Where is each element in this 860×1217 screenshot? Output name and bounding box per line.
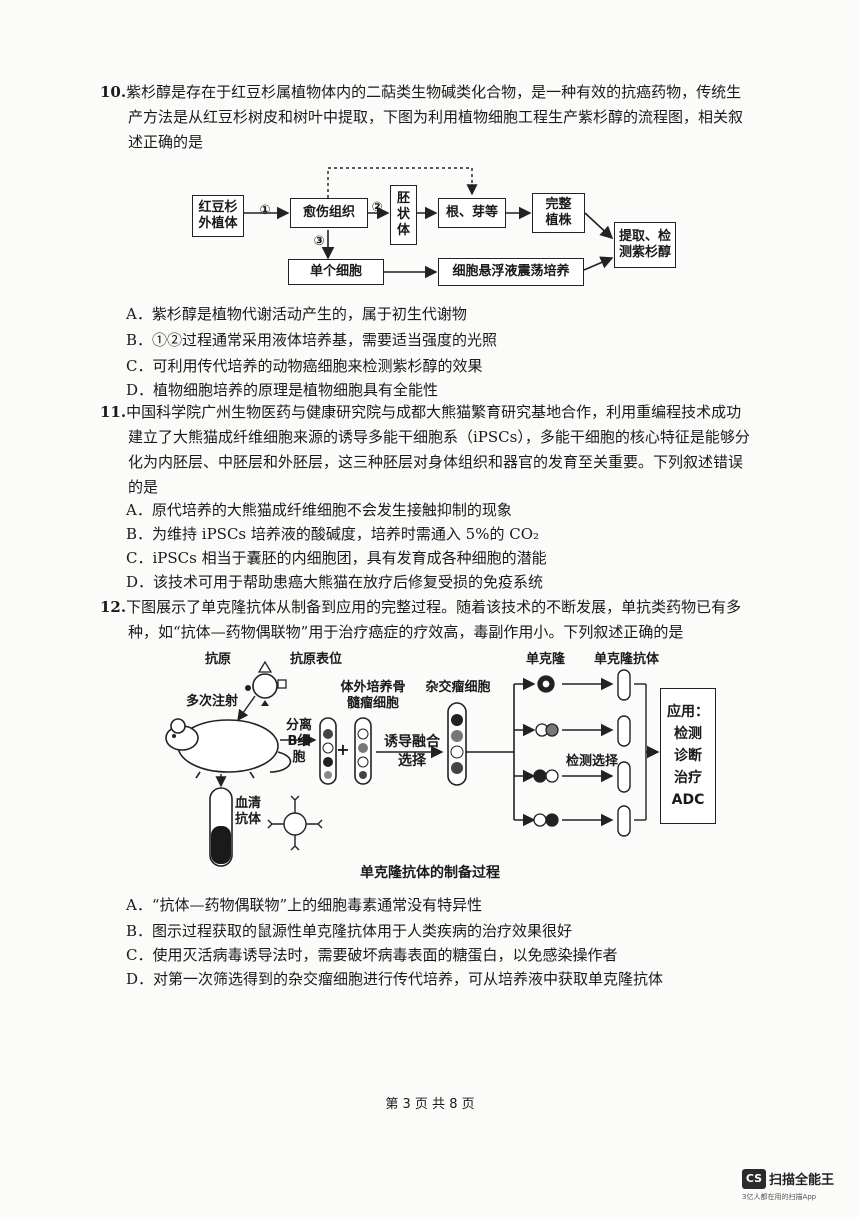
node-extract: 提取、检测紫杉醇 — [614, 222, 676, 268]
application-item: 诊断 — [674, 748, 702, 764]
node-callus: 愈伤组织 — [290, 198, 368, 228]
node-roots: 根、芽等 — [438, 198, 506, 228]
question-number: 11. — [100, 403, 127, 421]
application-title: 应用： — [667, 704, 709, 720]
stem-line: 种，如“抗体—药物偶联物”用于治疗癌症的疗效高，毒副作用小。下列叙述正确的是 — [128, 623, 684, 641]
stem-line: 述正确的是 — [128, 133, 204, 151]
label-epitope: 抗原表位 — [290, 652, 343, 667]
q12-option-b: B．图示过程获取的鼠源性单克隆抗体用于人类疾病的治疗效果很好 — [126, 922, 573, 940]
monoclonal-diagram-art — [165, 660, 660, 867]
label-multi-injection: 多次注射 — [186, 694, 239, 709]
node-suspension: 细胞悬浮液震荡培养 — [438, 258, 584, 286]
stem-line: 紫杉醇是存在于红豆杉属植物体内的二萜类生物碱类化合物，是一种有效的抗癌药物，传统… — [126, 83, 742, 101]
question-10-stem: 10.紫杉醇是存在于红豆杉属植物体内的二萜类生物碱类化合物，是一种有效的抗癌药物… — [100, 80, 820, 155]
stem-line: 化为内胚层、中胚层和外胚层，这三种胚层对身体组织和器官的发育至关重要。下列叙述错… — [128, 453, 744, 471]
label-induce-fusion: 诱导融合选择 — [384, 734, 440, 769]
question-12-stem: 12.下图展示了单克隆抗体从制备到应用的完整过程。随着该技术的不断发展，单抗类药… — [100, 595, 820, 645]
application-item: 治疗 — [674, 770, 702, 786]
label-serum-antibody: 血清抗体 — [234, 796, 261, 827]
myeloma-tube — [354, 717, 372, 785]
q10-option-c: C．可利用传代培养的动物癌细胞来检测紫杉醇的效果 — [126, 357, 483, 375]
label-antigen: 抗原 — [205, 652, 232, 667]
application-box: 应用： 检测 诊断 治疗 ADC — [660, 688, 716, 824]
diagram-caption: 单克隆抗体的制备过程 — [360, 865, 500, 881]
stem-line: 产方法是从红豆杉树皮和树叶中提取，下图为利用植物细胞工程生产紫杉醇的流程图，相关… — [128, 108, 744, 126]
q11-option-b: B．为维持 iPSCs 培养液的酸碱度，培养时需通入 5%的 CO₂ — [126, 525, 540, 543]
stem-line: 下图展示了单克隆抗体从制备到应用的完整过程。随着该技术的不断发展，单抗类药物已有… — [126, 598, 742, 616]
clone-cells — [533, 675, 559, 827]
step-2-label: ② — [371, 200, 383, 215]
label-plus: + — [336, 740, 350, 759]
flowchart-arrows — [244, 167, 614, 279]
label-separate-b-cell: 分离B细胞 — [285, 718, 312, 765]
q12-option-a: A．“抗体—药物偶联物”上的细胞毒素通常没有特异性 — [126, 896, 483, 914]
application-item: 检测 — [674, 726, 702, 742]
q11-option-d: D．该技术可用于帮助患癌大熊猫在放疗后修复受损的免疫系统 — [126, 573, 544, 591]
label-monoclonal: 单克隆 — [526, 652, 566, 667]
label-hybridoma: 杂交瘤细胞 — [425, 680, 491, 695]
antigen-icon — [245, 660, 287, 706]
b-cell-tube — [319, 717, 337, 785]
stem-line: 中国科学院广州生物医药与健康研究院与成都大熊猫繁育研究基地合作，利用重编程技术成… — [126, 403, 742, 421]
q11-option-a: A．原代培养的大熊猫成纤维细胞不会发生接触抑制的现象 — [126, 501, 512, 519]
question-number: 12. — [100, 598, 127, 616]
node-embryoid: 胚状体 — [390, 185, 417, 245]
q12-option-c: C．使用灭活病毒诱导法时，需要破坏病毒表面的糖蛋白，以免感染操作者 — [126, 946, 618, 964]
q11-option-c: C．iPSCs 相当于囊胚的内细胞团，具有发育成各种细胞的潜能 — [126, 549, 547, 567]
q12-option-d: D．对第一次筛选得到的杂交瘤细胞进行传代培养，可从培养液中获取单克隆抗体 — [126, 970, 664, 988]
serum-antibody-icon — [267, 795, 323, 851]
step-1-label: ① — [259, 203, 271, 218]
page-number: 第 3 页 共 8 页 — [385, 1097, 475, 1112]
application-item: ADC — [671, 792, 705, 808]
q10-option-b: B．①②过程通常采用液体培养基，需要适当强度的光照 — [126, 331, 498, 349]
question-11-stem: 11.中国科学院广州生物医药与健康研究院与成都大熊猫繁育研究基地合作，利用重编程… — [100, 400, 820, 500]
monoclonal-antibody-diagram: 抗原 抗原表位 多次注射 分离B细胞 体外培养骨髓瘤细胞 + 杂交瘤细胞 诱导融… — [150, 648, 720, 883]
label-monoclonal-antibody: 单克隆抗体 — [594, 652, 660, 667]
label-myeloma: 体外培养骨髓瘤细胞 — [340, 680, 406, 711]
q10-option-d: D．植物细胞培养的原理是植物细胞具有全能性 — [126, 381, 439, 399]
node-plant: 红豆杉外植体 — [192, 195, 244, 237]
node-single-cell: 单个细胞 — [288, 259, 384, 285]
taxol-flowchart: 红豆杉外植体 ① 愈伤组织 ② ③ 胚状体 根、芽等 完整植株 提取、检测紫杉醇… — [180, 160, 680, 290]
serum-tube — [209, 787, 233, 867]
q10-option-a: A．紫杉醇是植物代谢活动产生的，属于初生代谢物 — [126, 305, 467, 323]
camscanner-logo-icon: CS — [742, 1168, 766, 1189]
label-detect-select: 检测选择 — [565, 754, 618, 769]
brand-name: 扫描全能王 — [769, 1173, 835, 1188]
antibody-tubes — [617, 669, 631, 837]
hybridoma-tube — [447, 702, 467, 786]
node-whole-plant: 完整植株 — [532, 193, 585, 233]
stem-line: 的是 — [128, 478, 159, 496]
stem-line: 建立了大熊猫成纤维细胞来源的诱导多能干细胞系（iPSCs），多能干细胞的核心特征… — [128, 428, 750, 446]
brand-tagline: 3亿人都在用的扫描App — [742, 1192, 817, 1201]
step-3-label: ③ — [313, 234, 325, 249]
question-number: 10. — [100, 83, 127, 101]
mouse-icon — [165, 718, 292, 779]
